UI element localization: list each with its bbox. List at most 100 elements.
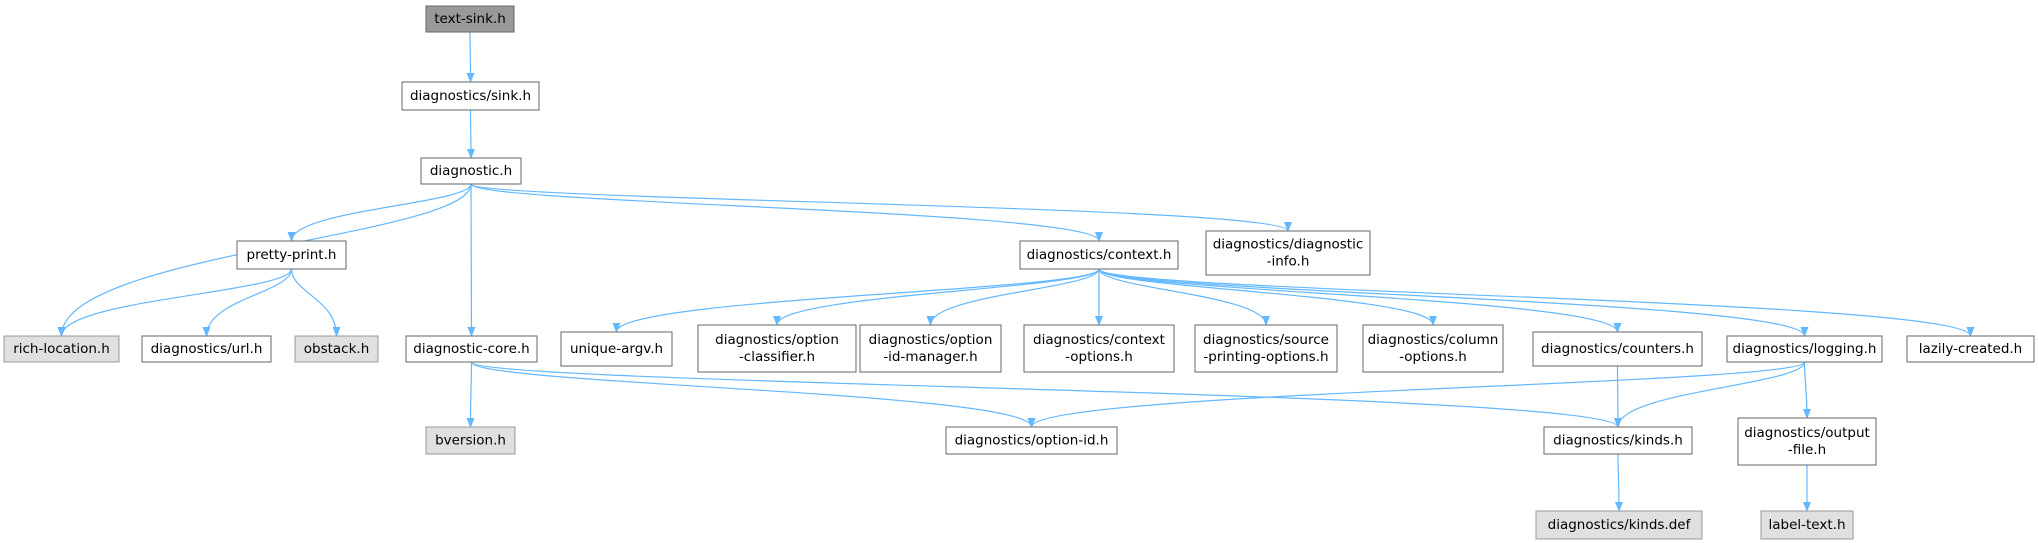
node-box [1906,335,2035,363]
node-box [1535,510,1703,540]
node-box [425,5,515,33]
node-ctx_options[interactable]: diagnostics/context-options.h [1023,324,1175,373]
node-label: unique-argv.h [570,341,663,357]
node-label: -info.h [1267,254,1310,270]
edge-diag_core-to-bversion [466,361,475,428]
node-label: -options.h [1065,349,1133,365]
edge-diag_context-to-src_printing [1098,268,1270,326]
nodes-layer: text-sink.h diagnostics/sink.h diagnostic.… [3,5,2035,540]
node-box [141,335,272,363]
node-label: label-text.h [1768,517,1845,533]
edge-diag_context-to-lazily [1098,268,1975,337]
edge-diagnostic-to-diag_core [467,183,476,337]
node-unique_argv[interactable]: unique-argv.h [560,331,673,367]
node-box [1194,324,1338,373]
edges-layer [57,31,1975,512]
node-bversion[interactable]: bversion.h [425,426,516,455]
node-label: diagnostics/option [715,332,839,348]
node-option_id[interactable]: diagnostics/option-id.h [945,426,1118,455]
edge-counters-to-kinds_h [1613,365,1622,428]
node-label: diagnostic-core.h [413,341,529,357]
edge-kinds_h-to-kinds_def [1614,453,1623,512]
node-box [1532,331,1703,367]
edge-pretty_print-to-diag_url [202,268,293,337]
node-label: diagnostics/logging.h [1733,341,1877,357]
edge-logging-to-option_id [1027,361,1806,428]
node-box [1726,335,1883,363]
node-col_options[interactable]: diagnostics/column-options.h [1362,324,1504,373]
node-box [1543,426,1693,455]
node-obstack[interactable]: obstack.h [294,335,379,363]
node-label: -file.h [1788,442,1826,458]
node-label: diagnostic.h [430,163,512,179]
node-diag_sink[interactable]: diagnostics/sink.h [401,81,540,111]
node-diagnostic[interactable]: diagnostic.h [420,157,522,185]
edge-diag_sink-to-diagnostic [466,109,475,159]
node-label: text-sink.h [434,11,506,27]
node-diag_url[interactable]: diagnostics/url.h [141,335,272,363]
edge-diag_context-to-opt_classifier [773,268,1100,326]
edge-diagnostic-to-diag_diaginfo [470,183,1292,232]
node-kinds_def[interactable]: diagnostics/kinds.def [1535,510,1703,540]
node-label: diagnostics/output [1744,425,1870,441]
node-label: -options.h [1399,349,1467,365]
node-logging[interactable]: diagnostics/logging.h [1726,335,1883,363]
node-label: pretty-print.h [247,247,337,263]
edge-diag_context-to-logging [1098,268,1809,337]
node-diag_diaginfo[interactable]: diagnostics/diagnostic-info.h [1205,230,1371,276]
node-label: -id-manager.h [883,349,977,365]
edge-diag_context-to-counters [1098,268,1622,333]
node-pretty_print[interactable]: pretty-print.h [236,240,347,270]
node-label: diagnostics/counters.h [1541,341,1694,357]
node-label: diagnostics/option-id.h [955,433,1109,449]
node-opt_classifier[interactable]: diagnostics/option-classifier.h [697,324,857,373]
node-box [405,335,538,363]
edge-logging-to-output_file [1802,361,1811,419]
node-output_file[interactable]: diagnostics/output-file.h [1737,417,1877,466]
node-label: diagnostics/context.h [1027,247,1172,263]
edge-text_sink-to-diag_sink [466,31,475,83]
node-box [1023,324,1175,373]
node-box [401,81,540,111]
node-label: diagnostics/kinds.h [1553,433,1683,449]
node-counters[interactable]: diagnostics/counters.h [1532,331,1703,367]
node-box [1760,510,1854,540]
node-box [1019,240,1179,270]
node-label: -printing-options.h [1203,349,1328,365]
node-rich_location[interactable]: rich-location.h [3,335,120,363]
node-kinds_h[interactable]: diagnostics/kinds.h [1543,426,1693,455]
edge-pretty_print-to-rich_location [57,268,293,337]
node-src_printing[interactable]: diagnostics/source-printing-options.h [1194,324,1338,373]
node-label: diagnostics/context [1033,332,1165,348]
node-box [697,324,857,373]
node-box [3,335,120,363]
node-label: diagnostics/option [869,332,993,348]
node-box [1205,230,1371,276]
edge-diag_context-to-col_options [1098,268,1437,326]
node-diag_context[interactable]: diagnostics/context.h [1019,240,1179,270]
node-box [425,426,516,455]
node-label: diagnostics/kinds.def [1548,517,1692,533]
node-label: diagnostics/sink.h [410,88,531,104]
edge-diag_context-to-opt_idmgr [926,268,1100,326]
node-box [1737,417,1877,466]
node-opt_idmgr[interactable]: diagnostics/option-id-manager.h [859,324,1002,373]
node-box [945,426,1118,455]
node-label: diagnostics/diagnostic [1213,237,1364,253]
node-box [560,331,673,367]
node-box [1362,324,1504,373]
node-label: diagnostics/source [1203,332,1329,348]
node-label: rich-location.h [13,341,110,357]
node-box [859,324,1002,373]
edge-pretty_print-to-obstack [290,268,341,337]
node-label_text[interactable]: label-text.h [1760,510,1854,540]
node-diag_core[interactable]: diagnostic-core.h [405,335,538,363]
node-label: -classifier.h [739,349,815,365]
edge-diagnostic-to-pretty_print [287,183,472,242]
node-text_sink[interactable]: text-sink.h [425,5,515,33]
node-label: diagnostics/column [1368,332,1499,348]
node-box [236,240,347,270]
node-label: obstack.h [304,341,370,357]
node-lazily[interactable]: lazily-created.h [1906,335,2035,363]
